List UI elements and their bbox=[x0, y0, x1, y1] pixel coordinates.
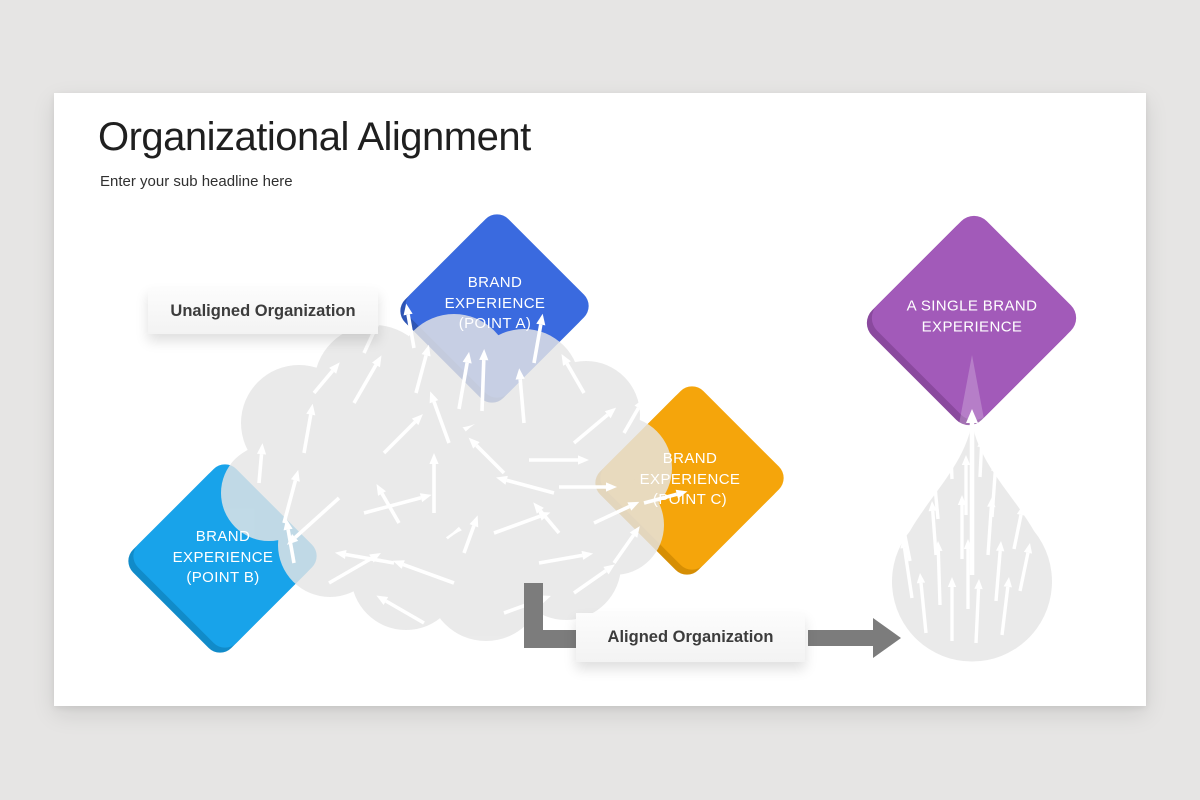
alignment-diagram bbox=[128, 214, 1077, 662]
brand-experience-point-c-label: BRAND EXPERIENCE (POINT C) bbox=[639, 449, 741, 509]
aligned-organization-label: Aligned Organization bbox=[576, 613, 805, 662]
unaligned-organization-label: Unaligned Organization bbox=[148, 288, 378, 334]
flow-highlight-wedge bbox=[957, 355, 987, 435]
cloud-chaos-arrows bbox=[256, 303, 688, 631]
brand-experience-point-b-label: BRAND EXPERIENCE (POINT B) bbox=[172, 527, 274, 587]
single-brand-experience-label: A SINGLE BRAND EXPERIENCE bbox=[906, 297, 1038, 335]
brand-experience-point-a-label: BRAND EXPERIENCE (POINT A) bbox=[444, 273, 546, 333]
droplet-aligned-arrows bbox=[897, 409, 1033, 644]
aligned-arrow-right bbox=[808, 618, 901, 658]
diamond-single-brand bbox=[866, 215, 1077, 426]
connector-elbow bbox=[524, 583, 576, 648]
presentation-slide: Organizational Alignment Enter your sub … bbox=[54, 93, 1146, 706]
aligned-organization-text: Aligned Organization bbox=[607, 628, 774, 646]
unaligned-organization-text: Unaligned Organization bbox=[170, 301, 356, 320]
page-subtitle: Enter your sub headline here bbox=[100, 173, 293, 190]
page-title: Organizational Alignment bbox=[98, 115, 531, 159]
